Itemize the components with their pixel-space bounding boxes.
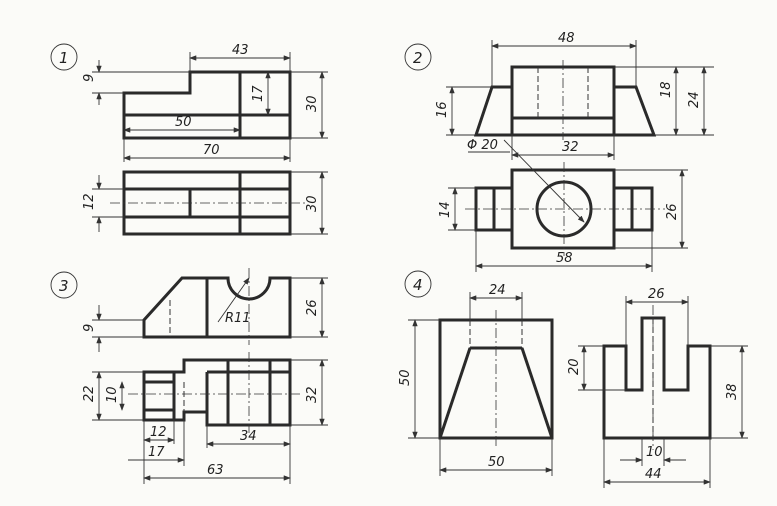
figure-1-number-circle	[50, 43, 78, 71]
figure-1-front-view	[122, 70, 292, 140]
figure-1-dim-50: 50	[175, 115, 192, 130]
figure-3-top-view	[128, 352, 302, 433]
figure-3-dim-17: 17	[148, 445, 165, 460]
figure-4-dim-38: 38	[725, 383, 740, 400]
figure-2-top-view	[465, 162, 665, 256]
figure-1-dim-70: 70	[203, 143, 220, 158]
figure-4-dim-44: 44	[645, 467, 662, 482]
figure-3-dim-22: 22	[82, 385, 97, 402]
figure-2-dim-18: 18	[659, 81, 674, 98]
figure-2-dim-32: 32	[562, 140, 579, 155]
figure-3-number: 3	[59, 277, 69, 295]
figure-4-dim-50-width: 50	[488, 455, 505, 470]
figure-2-dim-16: 16	[435, 101, 450, 118]
figure-3-dimensions: 9 R11 26 22 10 32 12 34	[82, 277, 328, 484]
figure-2-dim-24: 24	[687, 91, 702, 108]
figure-2-dim-48: 48	[558, 31, 575, 46]
figure-3-dim-34: 34	[240, 429, 257, 444]
figure-2-dim-26: 26	[665, 203, 680, 220]
figure-3-dim-9: 9	[82, 324, 97, 332]
figure-4: 4 24 26 50	[398, 270, 748, 488]
figure-4-dim-50-height: 50	[398, 369, 413, 386]
figure-1-dim-9: 9	[82, 74, 97, 82]
figure-2-number: 2	[413, 49, 423, 67]
figure-3-dim-r11: R11	[225, 311, 251, 326]
figure-4-front-view	[438, 310, 554, 448]
figure-2-dim-14: 14	[438, 201, 453, 218]
figure-4-number-circle	[404, 270, 432, 298]
figure-4-dim-24: 24	[489, 283, 506, 298]
figure-2-dim-58: 58	[556, 251, 573, 266]
figure-2-dim-diameter-20: Φ 20	[467, 138, 498, 153]
figure-3-dim-12: 12	[150, 425, 167, 440]
figure-3-dim-26: 26	[305, 299, 320, 316]
figure-2: 2 48 16	[404, 31, 714, 272]
figure-2-front-view	[473, 60, 657, 140]
figure-4-dim-10: 10	[646, 445, 663, 460]
figure-2-dimensions: 48 16 18 24 Φ 20 32 14 26	[435, 31, 714, 272]
figure-3-front-view	[142, 268, 292, 345]
figure-4-dim-20: 20	[567, 358, 582, 375]
figure-3-number-circle	[50, 271, 78, 299]
figure-4-dim-26: 26	[648, 287, 665, 302]
figure-3-dim-63: 63	[207, 463, 224, 478]
figure-1-dim-43: 43	[232, 43, 249, 58]
figure-2-number-circle	[404, 43, 432, 71]
figure-1-number: 1	[59, 49, 69, 67]
figure-3: 3 9 R11	[50, 268, 328, 484]
figure-1-dim-30-front: 30	[305, 95, 320, 112]
figure-4-side-view	[602, 305, 712, 450]
figure-1-top-view	[110, 170, 305, 236]
figure-4-dimensions: 24 26 50 20 38 10 50	[398, 283, 748, 488]
figure-1-dimensions: 43 9 17 30 50 70 12	[82, 43, 328, 235]
figure-1-dim-17: 17	[251, 85, 266, 102]
figure-3-dim-32: 32	[305, 386, 320, 403]
figure-3-dim-10: 10	[105, 386, 120, 403]
figure-1-dim-30-top: 30	[305, 195, 320, 212]
figure-1: 1 43 9 17	[50, 43, 328, 236]
figure-4-number: 4	[413, 276, 423, 294]
figure-1-dim-12: 12	[82, 193, 97, 210]
